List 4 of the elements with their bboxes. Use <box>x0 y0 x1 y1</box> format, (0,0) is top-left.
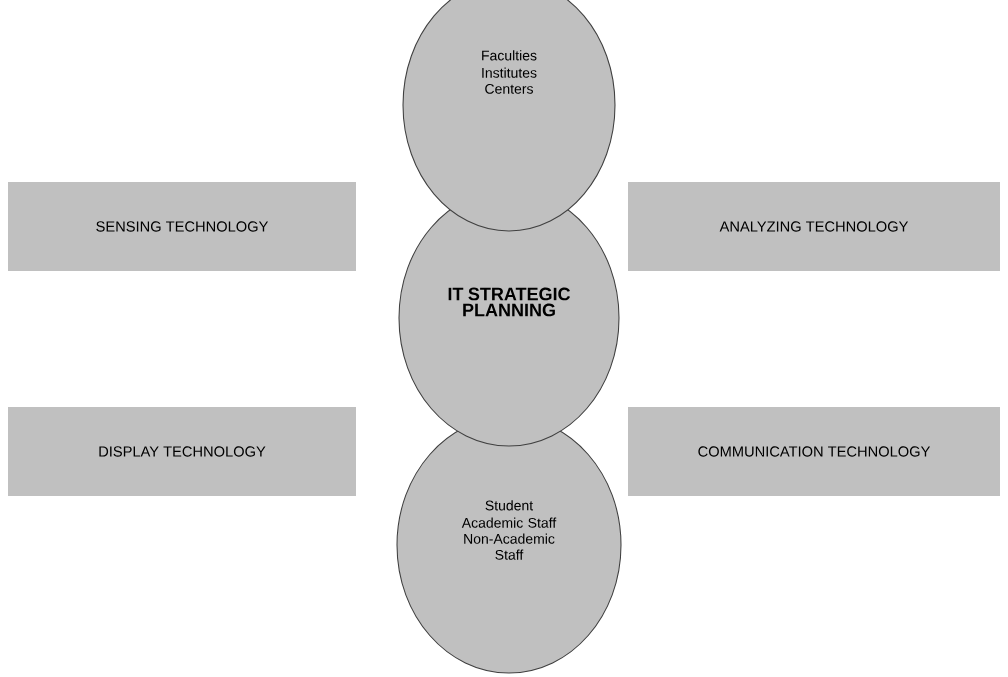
label-box: SENSING TECHNOLOGY <box>8 182 356 271</box>
label-box: DISPLAY TECHNOLOGY <box>8 407 356 496</box>
label-box: ANALYZING TECHNOLOGY <box>628 182 1000 271</box>
label-box: COMMUNICATION TECHNOLOGY <box>628 407 1000 496</box>
